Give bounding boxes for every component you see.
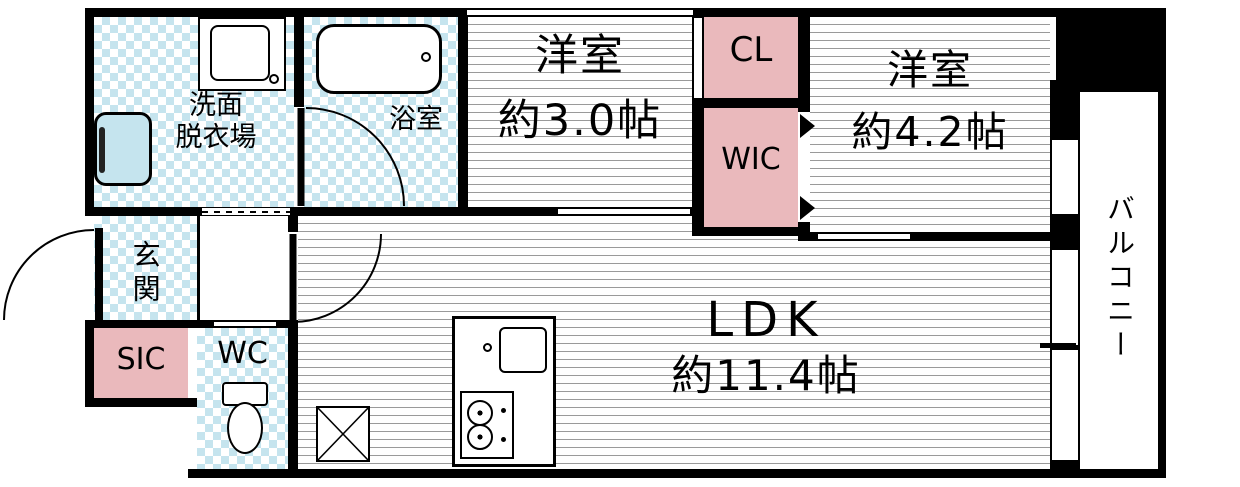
wall (85, 8, 94, 216)
ldk-floor (692, 232, 1052, 469)
sash-divider-tick (1040, 343, 1076, 348)
balcony: バルコニー (1072, 80, 1166, 478)
bedroom1-size: 約3.0帖 (497, 95, 663, 146)
wall (85, 207, 698, 216)
ldk-label: LDK 約11.4帖 (596, 290, 936, 403)
pipe-shaft-icon (316, 406, 370, 462)
wall (85, 320, 94, 406)
wall (692, 227, 810, 236)
burner-icon (467, 400, 493, 426)
laundry-label-line2: 脱衣場 (175, 122, 257, 154)
wall (798, 8, 810, 112)
entrance-label: 玄関 (128, 240, 162, 308)
bedroom1-floor (468, 17, 692, 207)
kitchen-sink-icon (499, 327, 547, 373)
knob-icon (501, 437, 506, 442)
shaft-cross-lines (317, 407, 369, 461)
sic-label: SIC (116, 342, 166, 377)
ldk-size: 約11.4帖 (671, 351, 861, 400)
balcony-sliding-window (1050, 250, 1080, 345)
wall (458, 8, 468, 216)
bedroom2-name: 洋室 (887, 46, 973, 94)
sliding-door (818, 232, 910, 241)
wic-floor (704, 108, 798, 227)
bathtub-icon (316, 24, 442, 94)
entrance-step-line (197, 216, 200, 320)
bathroom-label: 浴室 (389, 104, 443, 135)
wall (692, 98, 808, 108)
burner-icon (467, 424, 493, 450)
faucet-icon (421, 52, 431, 62)
balcony-sliding-window (1050, 350, 1080, 460)
sliding-door (558, 207, 690, 216)
wic-label: WIC (721, 142, 781, 177)
toilet-door (214, 320, 276, 328)
window (1050, 140, 1080, 214)
toilet-bowl-icon (227, 402, 263, 454)
bedroom2-floor (810, 17, 1050, 232)
wall (85, 320, 197, 328)
wall (188, 469, 1166, 478)
toilet-label: WC (217, 336, 268, 371)
drain-icon (269, 74, 279, 84)
washbasin-icon (94, 112, 152, 186)
wall (85, 398, 197, 407)
sic-floor (94, 328, 188, 398)
entrance-floor (94, 216, 197, 320)
kitchen-faucet-icon (483, 343, 492, 352)
entrance-door-arc (3, 229, 95, 321)
bedroom1-label: 洋室 約3.0帖 (468, 24, 692, 153)
stove-icon (460, 391, 514, 459)
hallway-floor (200, 216, 288, 320)
closet-floor (704, 17, 798, 98)
wall (288, 320, 298, 469)
washing-machine-icon (210, 25, 270, 81)
bedroom1-name: 洋室 (535, 31, 625, 81)
bedroom2-size: 約4.2帖 (851, 107, 1009, 156)
knob-icon (501, 408, 506, 413)
ldk-name: LDK (706, 292, 826, 348)
washer-pan (198, 17, 286, 91)
closet-label: CL (729, 30, 773, 70)
washbasin-detail (99, 127, 105, 173)
bedroom2-label: 洋室 約4.2帖 (812, 40, 1048, 163)
balcony-label: バルコニー (1103, 194, 1136, 364)
wall (808, 232, 1052, 241)
laundry-sliding-door (202, 207, 290, 216)
closet-folding-door (692, 18, 704, 98)
laundry-label-line1: 洗面 (189, 90, 243, 121)
laundry-room-label: 洗面 脱衣場 (148, 90, 284, 155)
kitchen-counter (452, 316, 556, 467)
window (467, 8, 693, 17)
wall (1056, 8, 1166, 92)
wall (288, 216, 298, 232)
wall (294, 8, 304, 107)
